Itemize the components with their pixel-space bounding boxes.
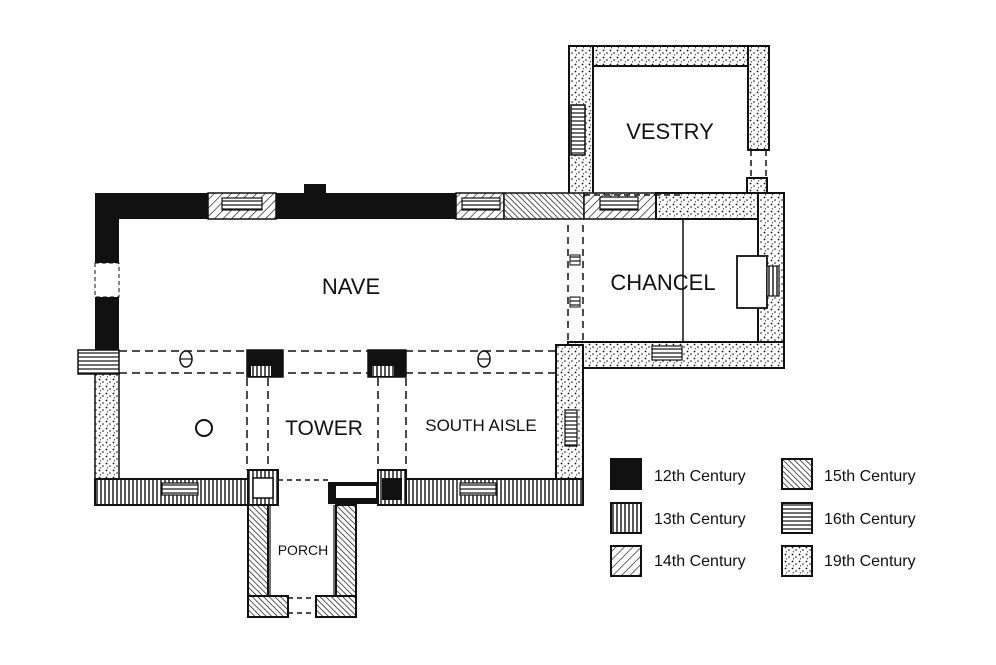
legend-label-19th: 19th Century bbox=[824, 553, 916, 570]
arcade bbox=[119, 349, 565, 378]
tower bbox=[246, 378, 407, 470]
south-aisle-south-wall bbox=[94, 469, 584, 506]
porch bbox=[247, 504, 357, 618]
legend-item-13th-century: 13th Century bbox=[610, 502, 746, 534]
legend-swatch-14th bbox=[610, 545, 642, 577]
north-door-projection bbox=[304, 184, 326, 194]
nave-west-wall bbox=[77, 193, 120, 483]
south-aisle-east-window bbox=[564, 409, 578, 447]
legend-swatch-16th bbox=[781, 502, 813, 534]
nave-north-window-2 bbox=[461, 197, 501, 211]
legend-label-15th: 15th Century bbox=[824, 468, 916, 485]
legend-label-14th: 14th Century bbox=[654, 553, 746, 570]
vestry bbox=[568, 45, 770, 197]
legend-label-12th: 12th Century bbox=[654, 468, 746, 485]
legend-label-16th: 16th Century bbox=[824, 511, 916, 528]
legend-item-15th-century: 15th Century bbox=[781, 458, 916, 490]
legend-swatch-15th bbox=[781, 458, 813, 490]
legend-item-14th-century: 14th Century bbox=[610, 545, 746, 577]
nave-north-wall bbox=[95, 184, 657, 220]
legend-swatch-12th bbox=[610, 458, 642, 490]
legend-item-16th-century: 16th Century bbox=[781, 502, 916, 534]
porch-label: PORCH bbox=[278, 542, 329, 558]
nave-label: NAVE bbox=[322, 274, 380, 299]
chancel-label: CHANCEL bbox=[610, 270, 715, 295]
tower-label: TOWER bbox=[285, 417, 363, 440]
legend-item-12th-century: 12th Century bbox=[610, 458, 746, 490]
south-window-1 bbox=[161, 482, 199, 496]
legend-item-19th-century: 19th Century bbox=[781, 545, 916, 577]
chancel-south-window bbox=[651, 345, 683, 361]
south-window-2 bbox=[459, 482, 497, 496]
vestry-window bbox=[570, 104, 586, 156]
south-aisle-label: SOUTH AISLE bbox=[425, 416, 536, 435]
legend: 12th Century 13th Century 14th Century 1… bbox=[610, 458, 916, 577]
chancel-east-window bbox=[736, 255, 768, 309]
legend-swatch-19th bbox=[781, 545, 813, 577]
chancel-north-window bbox=[599, 196, 639, 211]
legend-swatch-13th bbox=[610, 502, 642, 534]
font-circle bbox=[195, 419, 213, 437]
vestry-label: VESTRY bbox=[626, 119, 714, 144]
chancel bbox=[567, 192, 785, 369]
legend-label-13th: 13th Century bbox=[654, 511, 746, 528]
nave-north-window-1 bbox=[221, 197, 263, 211]
